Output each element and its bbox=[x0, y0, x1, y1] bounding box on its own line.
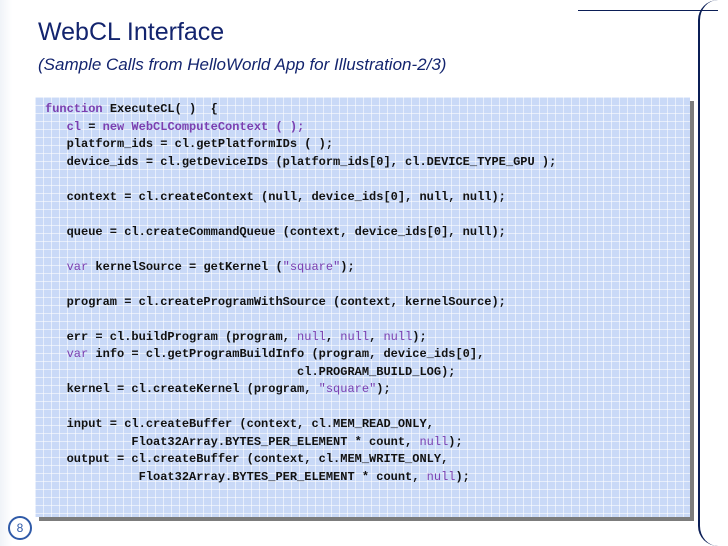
right-decorative-frame bbox=[698, 0, 718, 546]
code-token: ); bbox=[340, 259, 355, 274]
code-line: err = cl.buildProgram (program, null, nu… bbox=[45, 329, 556, 347]
code-line: platform_ids = cl.getPlatformIDs ( ); bbox=[45, 136, 556, 154]
code-token: device_ids = cl.getDeviceIDs (platform_i… bbox=[45, 154, 557, 169]
code-line bbox=[45, 241, 556, 259]
code-line: context = cl.createContext (null, device… bbox=[45, 189, 556, 207]
code-token: info = cl.getProgramBuildInfo (program, … bbox=[88, 347, 485, 361]
code-token: ExecuteCL( ) { bbox=[109, 102, 218, 116]
code-token: "square" bbox=[318, 382, 377, 396]
top-decorative-line bbox=[578, 10, 718, 11]
code-line: output = cl.createBuffer (context, cl.ME… bbox=[45, 451, 556, 469]
code-line: input = cl.createBuffer (context, cl.MEM… bbox=[45, 416, 556, 434]
code-token: function bbox=[45, 102, 110, 116]
code-panel: function ExecuteCL( ) { cl = new WebCLCo… bbox=[35, 97, 690, 517]
code-line: function ExecuteCL( ) { bbox=[45, 101, 556, 119]
code-token: program = cl.createProgramWithSource (co… bbox=[45, 294, 506, 309]
code-token: queue = cl.createCommandQueue (context, … bbox=[45, 224, 506, 239]
code-token: output = cl.createBuffer (context, cl.ME… bbox=[45, 452, 449, 466]
code-token: input = cl.createBuffer (context, cl.MEM… bbox=[45, 417, 434, 431]
code-token bbox=[45, 120, 67, 134]
code-token: cl.PROGRAM_BUILD_LOG); bbox=[45, 364, 456, 379]
code-token: "square" bbox=[282, 259, 341, 274]
code-line bbox=[45, 399, 556, 417]
code-token: platform_ids = cl.getPlatformIDs ( ); bbox=[45, 137, 334, 151]
code-line: kernel = cl.createKernel (program, "squa… bbox=[45, 381, 556, 399]
code-token: var bbox=[66, 259, 89, 274]
code-line: device_ids = cl.getDeviceIDs (platform_i… bbox=[45, 154, 557, 172]
code-line: program = cl.createProgramWithSource (co… bbox=[45, 294, 556, 312]
code-line: cl = new WebCLComputeContext ( ); bbox=[45, 119, 556, 137]
code-block: function ExecuteCL( ) { cl = new WebCLCo… bbox=[45, 101, 556, 486]
code-token bbox=[45, 260, 67, 274]
code-token: null bbox=[419, 434, 449, 449]
code-line: queue = cl.createCommandQueue (context, … bbox=[45, 224, 556, 242]
code-line bbox=[45, 276, 556, 294]
code-token: = bbox=[81, 119, 103, 134]
left-decorative-stripe bbox=[0, 0, 12, 546]
code-token: ); bbox=[376, 382, 391, 396]
code-line: Float32Array.BYTES_PER_ELEMENT * count, … bbox=[45, 434, 556, 452]
code-line: Float32Array.BYTES_PER_ELEMENT * count, … bbox=[45, 469, 556, 487]
code-token: null bbox=[340, 329, 370, 344]
code-line bbox=[45, 206, 556, 224]
code-line: var info = cl.getProgramBuildInfo (progr… bbox=[45, 346, 556, 364]
code-token: ); bbox=[448, 434, 463, 449]
code-token: null bbox=[426, 469, 456, 484]
code-line bbox=[45, 171, 556, 189]
code-token: , bbox=[325, 329, 341, 344]
code-token bbox=[45, 347, 67, 361]
code-token: ); bbox=[412, 329, 427, 344]
code-token: ); bbox=[455, 469, 470, 484]
code-token: context = cl.createContext (null, device… bbox=[45, 189, 506, 204]
slide-number: 8 bbox=[16, 521, 24, 535]
code-line bbox=[45, 311, 556, 329]
code-token: null bbox=[297, 329, 326, 344]
code-token: , bbox=[369, 329, 384, 344]
code-token: Float32Array.BYTES_PER_ELEMENT * count, bbox=[45, 434, 420, 449]
slide-title: WebCL Interface bbox=[38, 18, 225, 46]
slide-number-badge: 8 bbox=[8, 516, 32, 540]
code-token: WebCLComputeContext ( ); bbox=[124, 119, 305, 134]
code-token: null bbox=[383, 329, 413, 344]
code-token: Float32Array.BYTES_PER_ELEMENT * count, bbox=[45, 469, 427, 484]
code-token: new bbox=[102, 119, 125, 134]
code-token: err = cl.buildProgram (program, bbox=[45, 329, 298, 344]
code-line: var kernelSource = getKernel ("square"); bbox=[45, 259, 556, 277]
code-token: kernel = cl.createKernel (program, bbox=[45, 382, 319, 396]
code-line: cl.PROGRAM_BUILD_LOG); bbox=[45, 364, 556, 382]
code-token: var bbox=[66, 347, 89, 361]
code-token: kernelSource = getKernel ( bbox=[88, 259, 283, 274]
code-token: cl bbox=[66, 119, 82, 134]
slide-subtitle: (Sample Calls from HelloWorld App for Il… bbox=[38, 55, 447, 74]
